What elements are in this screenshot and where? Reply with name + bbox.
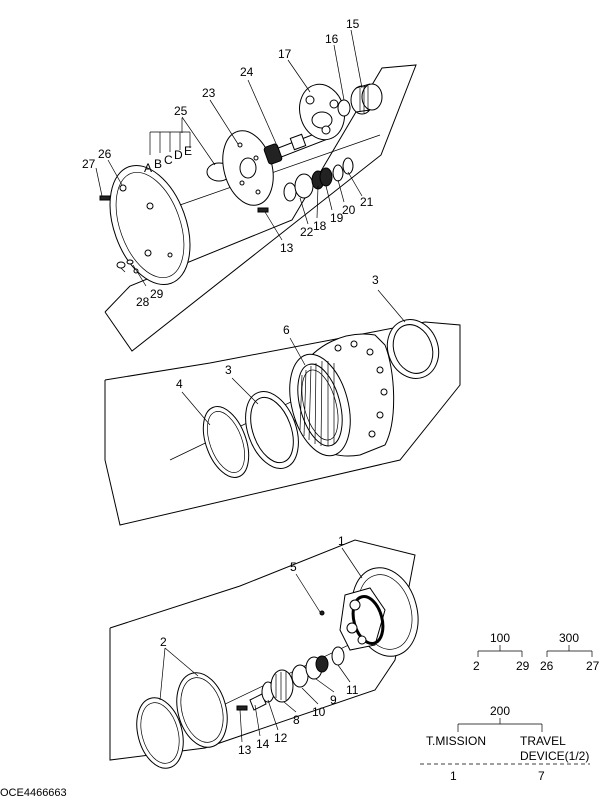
bolt-27 <box>99 195 111 201</box>
callout-10: 10 <box>312 705 326 719</box>
callout-17: 17 <box>278 47 292 61</box>
callout-13-bottom: 13 <box>238 743 252 757</box>
leader-lines <box>95 29 406 743</box>
bolt-13-top <box>257 207 269 213</box>
tree-300-top: 300 <box>559 631 579 645</box>
gear-parts-8-14 <box>236 646 345 711</box>
cover-plate-26 <box>109 164 191 286</box>
planet-gear-set <box>283 157 354 202</box>
tree-200-right-num: 7 <box>538 769 545 783</box>
tree-300: 300 26 27 <box>540 631 600 673</box>
plug-5 <box>319 610 325 616</box>
tree-200-left-num: 1 <box>450 769 457 783</box>
letter-C: C <box>164 153 173 167</box>
callout-15: 15 <box>346 17 360 31</box>
letter-E: E <box>184 144 192 158</box>
callout-20: 20 <box>342 203 356 217</box>
callout-29: 29 <box>150 287 164 301</box>
letter-D: D <box>174 148 183 162</box>
seal-3-left <box>245 391 299 469</box>
callout-16: 16 <box>325 32 339 46</box>
callout-12: 12 <box>274 731 288 745</box>
motor-housing-1 <box>339 567 419 657</box>
callout-28: 28 <box>136 295 150 309</box>
tree-100-left: 2 <box>473 659 480 673</box>
tree-100-top: 100 <box>490 631 510 645</box>
tree-200: 200 T.MISSION TRAVEL DEVICE(1/2) 1 7 <box>420 704 590 783</box>
callout-25: 25 <box>174 104 188 118</box>
tree-100-right: 29 <box>516 659 530 673</box>
callout-3-right: 3 <box>372 273 379 287</box>
callout-8: 8 <box>293 713 300 727</box>
sun-gear-15 <box>350 83 383 115</box>
callout-18: 18 <box>313 219 327 233</box>
letter-B: B <box>154 157 162 171</box>
callout-9: 9 <box>330 693 337 707</box>
seal-2-a <box>136 697 184 769</box>
callout-27: 27 <box>82 157 96 171</box>
callout-1: 1 <box>338 534 345 548</box>
tree-100: 100 2 29 <box>473 631 530 673</box>
letter-A: A <box>144 161 152 175</box>
tree-200-right-line2: DEVICE(1/2) <box>520 749 589 763</box>
callout-24: 24 <box>240 65 254 79</box>
drawing-code: OCE4466663 <box>0 787 67 799</box>
bottom-group-outline <box>109 539 416 761</box>
callout-labels: 15 16 17 24 23 25 26 27 A B C D E 22 18 … <box>82 17 379 757</box>
tree-300-right: 27 <box>586 659 600 673</box>
washer-28-29 <box>116 259 134 269</box>
callout-23: 23 <box>202 86 216 100</box>
callout-22: 22 <box>300 225 314 239</box>
callout-3-left: 3 <box>225 363 232 377</box>
callout-11: 11 <box>346 683 359 697</box>
ring-gear-housing-6 <box>289 333 395 457</box>
carrier-plate-23 <box>222 130 274 206</box>
callout-2: 2 <box>160 635 167 649</box>
tree-200-left: T.MISSION <box>426 734 486 748</box>
callout-19: 19 <box>330 211 344 225</box>
callout-6: 6 <box>283 323 290 337</box>
tree-200-right-line1: TRAVEL <box>520 734 566 748</box>
tree-300-left: 26 <box>540 659 554 673</box>
callout-13-top: 13 <box>280 241 294 255</box>
snap-ring-4 <box>202 406 250 478</box>
carrier-17 <box>299 83 345 141</box>
callout-14: 14 <box>256 737 270 751</box>
tree-200-top: 200 <box>490 704 510 718</box>
callout-5: 5 <box>290 560 297 574</box>
seal-2-b <box>176 672 228 748</box>
callout-4: 4 <box>176 377 183 391</box>
middle-group-outline <box>104 321 461 526</box>
snap-ring-16 <box>337 99 351 117</box>
seal-3-right <box>386 319 440 379</box>
callout-26: 26 <box>98 147 112 161</box>
callout-21: 21 <box>360 195 374 209</box>
